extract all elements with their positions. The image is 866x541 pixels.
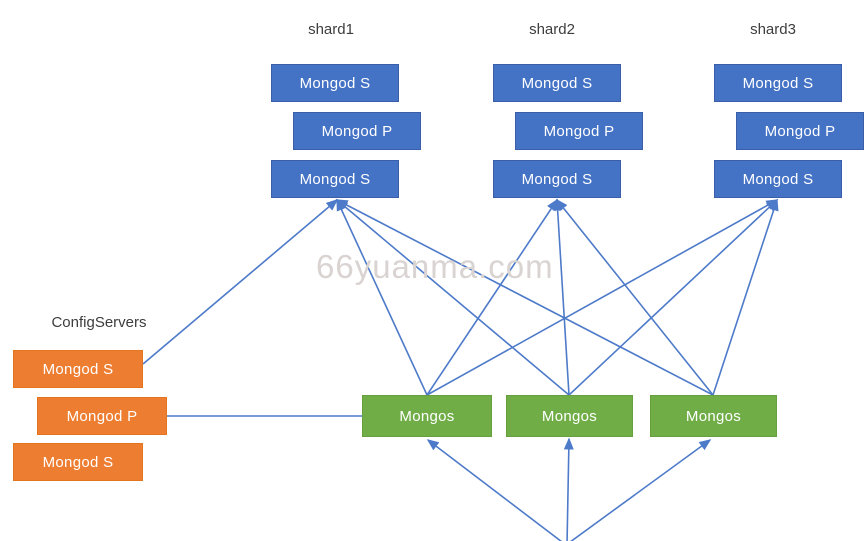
shard1-mongod-s-top: Mongod S: [271, 64, 399, 102]
shard2-mongod-s-bottom: Mongod S: [493, 160, 621, 198]
shard1-mongod-p: Mongod P: [293, 112, 421, 150]
configservers-label: ConfigServers: [51, 314, 147, 331]
edge-bottom-mongos3: [570, 439, 712, 541]
edge-mongos2-shard1: [335, 199, 570, 396]
configservers-mongod-s-top: Mongod S: [13, 350, 143, 388]
edge-mongos1-shard3: [426, 199, 779, 396]
edge-mongos2-shard2: [552, 198, 570, 396]
edge-mongos3-shard2: [556, 198, 714, 396]
mongos-2: Mongos: [506, 395, 633, 437]
shard2-label: shard2: [529, 21, 575, 38]
edge-mongos1-shard1: [336, 198, 428, 396]
mongos-3: Mongos: [650, 395, 777, 437]
shard3-label: shard3: [750, 21, 796, 38]
shard3-mongod-s-bottom: Mongod S: [714, 160, 842, 198]
edge-mongos2-shard3: [568, 198, 779, 396]
edge-bottom-mongos2: [563, 437, 574, 541]
mongos-1: Mongos: [362, 395, 492, 437]
edge-mongos3-shard1: [335, 199, 714, 396]
configservers-mongod-p: Mongod P: [37, 397, 167, 435]
shard1-label: shard1: [308, 21, 354, 38]
edge-mongos1-shard2: [426, 198, 558, 396]
shard1-mongod-s-bottom: Mongod S: [271, 160, 399, 198]
shard3-mongod-p: Mongod P: [736, 112, 864, 150]
edge-bottom-mongos1: [426, 439, 563, 541]
shard3-mongod-s-top: Mongod S: [714, 64, 842, 102]
edge-config-shard1: [142, 199, 339, 365]
edge-mongos3-shard3: [712, 198, 779, 396]
shard2-mongod-p: Mongod P: [515, 112, 643, 150]
shard2-mongod-s-top: Mongod S: [493, 64, 621, 102]
configservers-mongod-s-bottom: Mongod S: [13, 443, 143, 481]
